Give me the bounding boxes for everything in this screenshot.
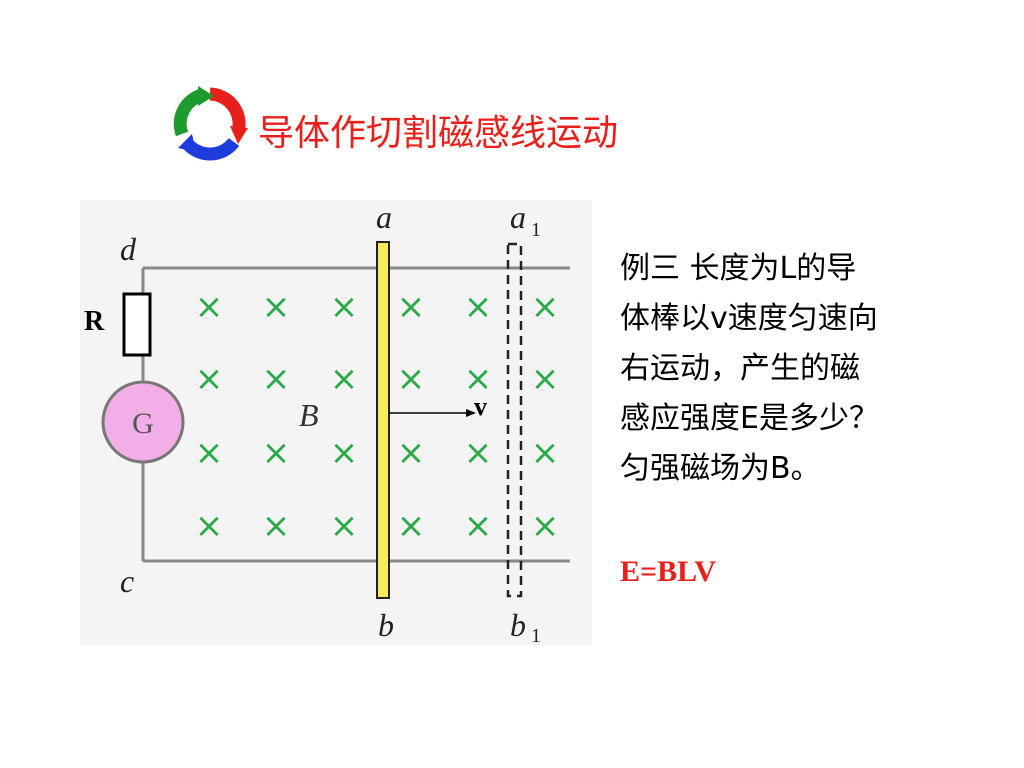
field-cross: × <box>195 359 224 399</box>
resistor-label: R <box>84 306 105 337</box>
circuit-diagram: G × × × × × × × × × × × × × × × × × × × × × × × × v d c a b a 1… <box>80 200 592 645</box>
slide-title: 导体作切割磁感线运动 <box>258 113 619 154</box>
field-cross: × <box>262 287 291 327</box>
label-b: b <box>378 607 394 643</box>
velocity-label: v <box>474 392 487 421</box>
resistor <box>122 292 152 357</box>
galvanometer <box>101 380 185 464</box>
problem-line: 匀强磁场为B。 <box>620 451 821 486</box>
field-cross: × <box>531 433 560 473</box>
field-label-B: B <box>299 397 319 433</box>
field-cross: × <box>195 506 224 546</box>
field-cross: × <box>330 506 359 546</box>
field-cross: × <box>397 433 426 473</box>
field-cross: × <box>330 287 359 327</box>
velocity-arrowhead <box>466 409 476 417</box>
field-cross: × <box>195 287 224 327</box>
label-a: a <box>376 200 392 235</box>
label-c: c <box>120 563 134 599</box>
field-cross: × <box>397 506 426 546</box>
rod-future-position <box>506 242 523 598</box>
field-cross: × <box>330 433 359 473</box>
field-cross: × <box>262 506 291 546</box>
problem-line: 右运动，产生的磁 <box>620 351 860 386</box>
field-cross: × <box>464 359 493 399</box>
label-a1: a <box>510 200 526 235</box>
magnetic-field-crosses: × × × × × × × × × × × × × × × × × × × × × × × × <box>195 287 560 546</box>
field-cross: × <box>397 359 426 399</box>
field-cross: × <box>464 433 493 473</box>
problem-line: 感应强度E是多少？ <box>620 401 879 436</box>
problem-statement: 例三 长度为L的导体棒以v速度匀速向右运动，产生的磁感应强度E是多少？ 匀强磁场为… <box>620 244 960 494</box>
galvanometer-label: G <box>132 407 154 440</box>
field-cross: × <box>397 287 426 327</box>
field-cross: × <box>464 287 493 327</box>
label-b1-subscript: 1 <box>531 625 541 645</box>
field-cross: × <box>464 506 493 546</box>
label-a1-subscript: 1 <box>531 219 541 241</box>
conductor-rod <box>376 241 390 599</box>
problem-line: 例三 长度为L的导 <box>620 251 857 286</box>
cycle-arrows-icon <box>173 86 248 161</box>
label-b1: b <box>510 607 526 643</box>
answer-formula: E=BLV <box>620 555 717 588</box>
label-d: d <box>120 231 137 267</box>
field-cross: × <box>531 506 560 546</box>
problem-line: 体棒以v速度匀速向 <box>620 301 878 336</box>
field-cross: × <box>262 433 291 473</box>
field-cross: × <box>330 359 359 399</box>
field-cross: × <box>531 287 560 327</box>
field-cross: × <box>195 433 224 473</box>
field-cross: × <box>262 359 291 399</box>
field-cross: × <box>531 359 560 399</box>
